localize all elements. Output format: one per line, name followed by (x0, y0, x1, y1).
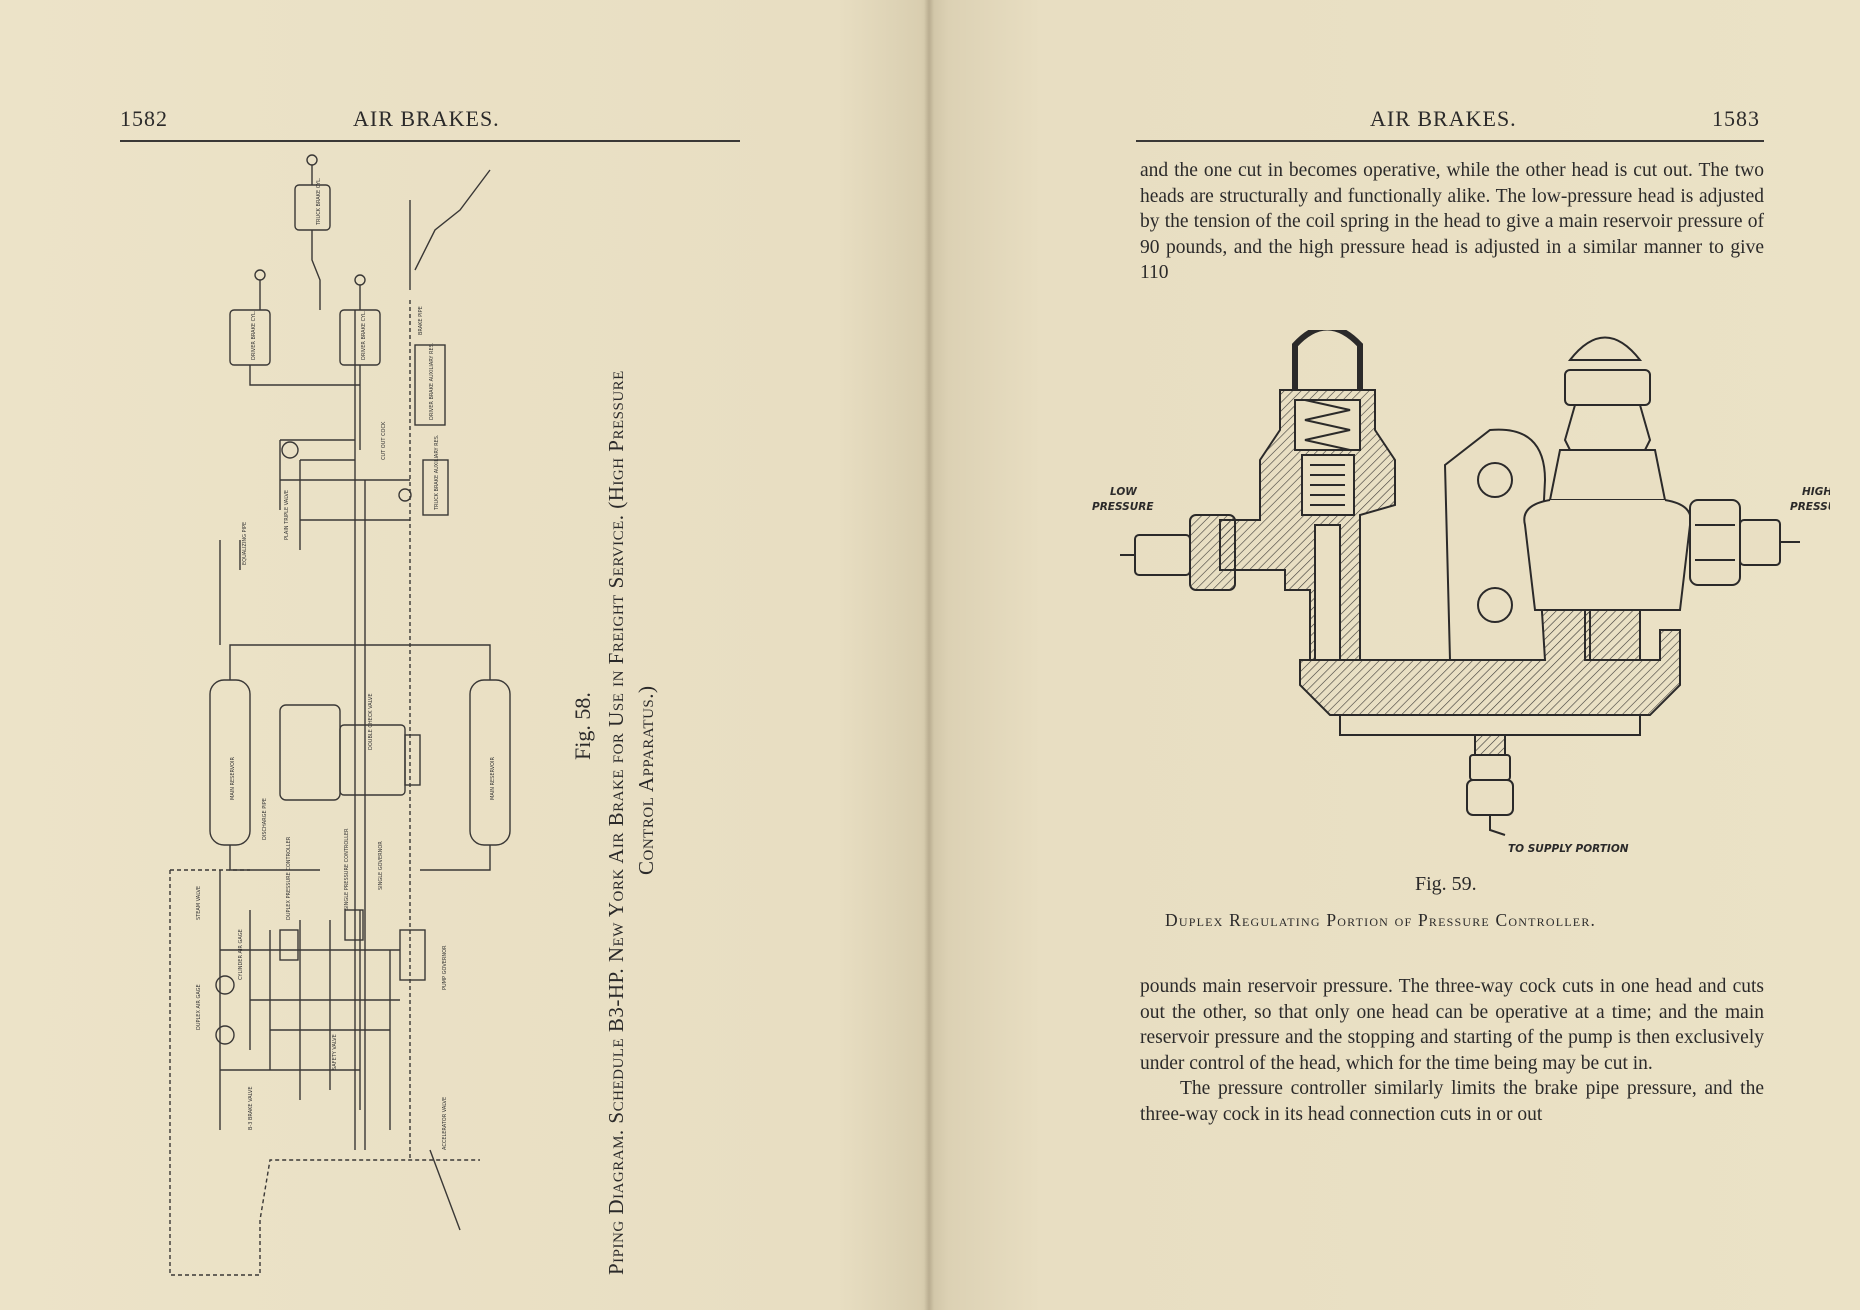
paragraph-top: and the one cut in becomes operative, wh… (1140, 158, 1764, 286)
diagram-label-truck-brake-cyl: TRUCK BRAKE CYL. (316, 177, 322, 226)
left-running-head: AIR BRAKES. (353, 106, 500, 131)
diagram-label-pump-governor: PUMP GOVERNOR (442, 945, 448, 990)
diagram-label-brake-pipe: BRAKE PIPE (418, 306, 424, 335)
low-pressure-label-1: LOW (1110, 486, 1137, 498)
diagram-label-plain-triple-valve: PLAIN TRIPLE VALVE (284, 490, 290, 540)
figure-58-caption-line2: Control Apparatus.) (634, 685, 658, 876)
book-gutter (924, 0, 934, 1310)
duplex-regulating-figure: LOW PRESSURE HIGH PRESSURE TO SUPPLY POR… (1092, 330, 1830, 855)
diagram-label-duplex-pressure-controller: DUPLEX PRESSURE CONTROLLER (286, 836, 292, 920)
diagram-label-driver-brake-cyl: DRIVER BRAKE CYL. (251, 310, 257, 360)
paragraph-top-text: and the one cut in becomes operative, wh… (1140, 160, 1764, 283)
piping-diagram: MAIN RESERVOIR MAIN RESERVOIR TRUCK BRAK… (169, 154, 511, 1276)
diagram-label-cut-out-cock: CUT OUT COCK (381, 421, 387, 460)
diagram-label-main-reservoir: MAIN RESERVOIR (230, 757, 236, 800)
figure-59-number: Fig. 59. (1415, 873, 1477, 895)
diagram-label-cylinder-air-gage: CYLINDER AIR GAGE (238, 929, 244, 980)
figure-59-caption: Duplex Regulating Portion of Pressure Co… (1165, 910, 1597, 930)
diagram-label-single-governor: SINGLE GOVERNOR (378, 841, 384, 890)
to-supply-label: TO SUPPLY PORTION (1508, 843, 1629, 855)
right-header-rule (1136, 140, 1764, 142)
diagram-label-driver-brake-cyl-2: DRIVER BRAKE CYL. (361, 310, 367, 360)
paragraph-bottom-text-2: The pressure controller similarly limits… (1140, 1078, 1764, 1125)
diagram-label-duplex-air-gage: DUPLEX AIR GAGE (196, 984, 202, 1030)
diagram-label-accelerator-valve: ACCELERATOR VALVE (442, 1097, 448, 1150)
paragraph-bottom: pounds main reservoir pressure. The thre… (1140, 974, 1764, 1127)
diagram-label-double-check-valve: DOUBLE CHECK VALVE (368, 693, 374, 750)
low-pressure-label-2: PRESSURE (1092, 501, 1154, 513)
figure-58-number: Fig. 58. (570, 692, 595, 760)
left-page-number: 1582 (120, 106, 168, 131)
diagram-label-steam-valve: STEAM VALVE (196, 886, 202, 920)
figure-58-caption-line1: Piping Diagram. Schedule B3-HP. New York… (604, 370, 628, 1275)
diagram-label-brake-valve: B-3 BRAKE VALVE (248, 1087, 254, 1131)
diagram-label-single-pressure-controller: SINGLE PRESSURE CONTROLLER (344, 828, 350, 910)
right-page-number: 1583 (1712, 106, 1760, 131)
diagram-label-main-reservoir-2: MAIN RESERVOIR (490, 757, 496, 800)
diagram-label-equalizing-pipe: EQUALIZING PIPE (242, 522, 248, 565)
paragraph-bottom-text-1: pounds main reservoir pressure. The thre… (1140, 976, 1764, 1074)
diagram-label-truck-brake-aux-res: TRUCK BRAKE AUXILIARY RES. (434, 434, 440, 511)
diagram-label-driver-brake-aux-res: DRIVER BRAKE AUXILIARY RES. (429, 342, 435, 420)
diagram-label-safety-valve: SAFETY VALVE (332, 1034, 338, 1070)
high-pressure-label-1: HIGH (1802, 486, 1830, 498)
high-pressure-label-2: PRESSURE (1790, 501, 1830, 513)
diagram-label-discharge-pipe: DISCHARGE PIPE (262, 798, 268, 840)
right-running-head: AIR BRAKES. (1370, 106, 1517, 131)
left-header-rule (120, 140, 740, 142)
